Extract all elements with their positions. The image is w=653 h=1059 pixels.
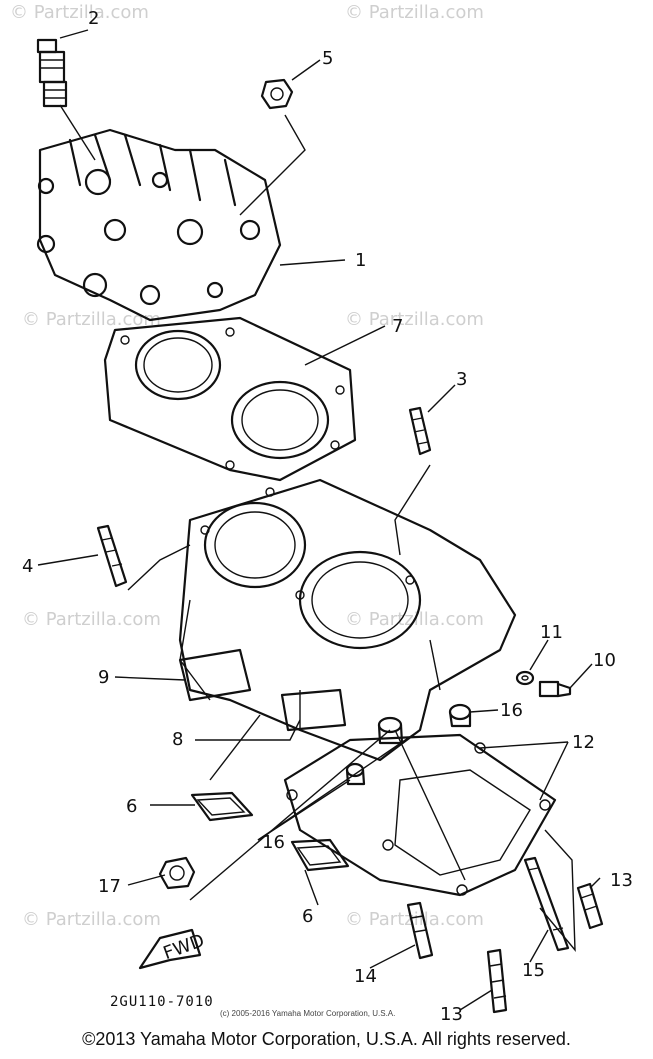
stud-bolt-left [96,524,128,588]
callout-3: 3 [456,369,467,390]
dowel-pin-middle [377,716,404,745]
watermark-bottom-left: © Partzilla.com [22,909,161,930]
cylinder-head-gasket [103,316,357,482]
callout-6-upper: 6 [126,796,137,817]
callout-1: 1 [355,250,366,271]
cylinder-head [36,128,282,322]
callout-6-lower: 6 [302,906,313,927]
callout-4: 4 [22,556,33,577]
callout-14: 14 [354,966,377,987]
washer [515,670,535,686]
callout-16-upper: 16 [500,700,523,721]
callout-2: 2 [88,8,99,29]
callout-8: 8 [172,729,183,750]
watermark-top-right: © Partzilla.com [345,2,484,23]
exhaust-gasket-right [280,688,347,732]
forward-arrow-icon: FWD [138,928,207,970]
watermarks: © Partzilla.com © Partzilla.com © Partzi… [10,2,484,930]
callout-13-right: 13 [610,870,633,891]
small-copyright: (c) 2005-2016 Yamaha Motor Corporation, … [220,1009,395,1018]
cylinder-base-gasket [283,733,557,897]
exhaust-cover-upper [190,791,254,822]
callout-9: 9 [98,667,109,688]
long-stud [523,856,570,952]
callout-13-bottom: 13 [440,1004,463,1025]
callout-12: 12 [572,732,595,753]
callout-16-lower: 16 [262,832,285,853]
callout-7: 7 [392,316,403,337]
callout-10: 10 [593,650,616,671]
diagram-code: 2GU110-7010 [110,994,214,1010]
dowel-pin-lower [345,762,366,786]
stud-bottom-left [406,901,434,960]
callout-5: 5 [322,48,333,69]
callout-11: 11 [540,622,563,643]
bolt [538,680,572,698]
watermark-mid-left-2: © Partzilla.com [22,609,161,630]
stud-right [576,882,604,930]
copyright-notice: ©2013 Yamaha Motor Corporation, U.S.A. A… [82,1029,571,1049]
callouts: 2 5 1 7 3 4 9 11 10 16 8 12 6 16 17 13 6… [22,8,633,1025]
watermark-bottom-right: © Partzilla.com [345,909,484,930]
cylinder-nut [158,856,196,890]
stud-bolt-upper [408,406,432,456]
watermark-mid-left-1: © Partzilla.com [22,309,161,330]
dowel-pin-upper [448,703,472,728]
cylinder-head-nut [260,78,294,110]
stud-bottom-center [486,948,508,1014]
watermark-mid-right-1: © Partzilla.com [345,309,484,330]
spark-plug [36,38,68,108]
leader-lines [37,29,601,1011]
watermark-top-left: © Partzilla.com [10,2,149,23]
exhaust-gasket-left [178,648,252,702]
callout-15: 15 [522,960,545,981]
callout-17: 17 [98,876,121,897]
